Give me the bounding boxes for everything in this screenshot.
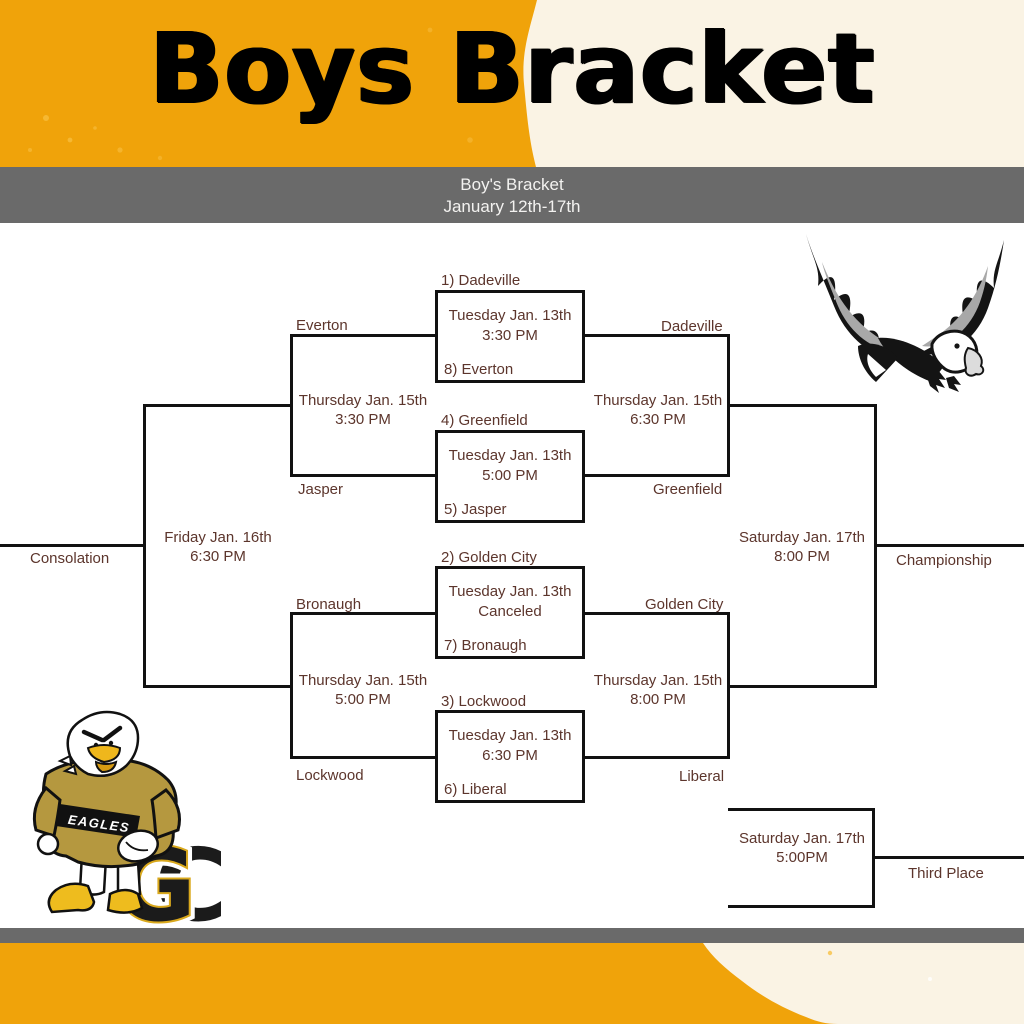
game3-seed-top: 2) Golden City (441, 549, 537, 566)
game1-seed-bottom: 8) Everton (444, 361, 514, 378)
championship-semi1-time: 6:30 PM (630, 411, 686, 428)
game2-seed-bottom: 5) Jasper (444, 501, 507, 518)
championship-final-time: 8:00 PM (774, 548, 830, 565)
team-label-liberal: Liberal (679, 768, 725, 785)
bracket-line-consolation-feeder-4 (290, 756, 438, 759)
team-label-bronaugh: Bronaugh (296, 596, 362, 613)
game2-seed-top: 4) Greenfield (441, 412, 528, 429)
banner-line2: January 12th-17th (443, 197, 581, 216)
consolation-semi2-schedule: Thursday Jan. 15th 5:00 PM (292, 671, 434, 709)
bracket-line-winner-feeder-2 (582, 474, 730, 477)
thirdplace-schedule: Saturday Jan. 17th 5:00PM (732, 829, 872, 867)
team-label-greenfield: Greenfield (653, 481, 723, 498)
eagle-left-wing (806, 234, 906, 358)
bracket-line-thirdplace-bottom (728, 905, 875, 908)
game1-time: 3:30 PM (482, 327, 538, 344)
orange-splash-bottom (0, 943, 932, 1024)
game1-date: Tuesday Jan. 13th (448, 307, 572, 324)
game4-box: Tuesday Jan. 13th 6:30 PM 6) Liberal (435, 710, 585, 803)
consolation-final-schedule: Friday Jan. 16th 6:30 PM (150, 528, 286, 566)
bracket-line-consolation-feeder-1 (290, 334, 438, 337)
bracket-line-consolation-feeder-2 (290, 474, 438, 477)
bracket-line-thirdplace-top (728, 808, 875, 811)
consolation-semi1-schedule: Thursday Jan. 15th 3:30 PM (292, 391, 434, 429)
page-title: Boys Bracket (148, 12, 876, 125)
game2-box: Tuesday Jan. 13th 5:00 PM 5) Jasper (435, 430, 585, 523)
bracket-line-consolation-semi-top (143, 404, 293, 407)
championship-semi1-date: Thursday Jan. 15th (593, 392, 723, 409)
consolation-semi1-date: Thursday Jan. 15th (298, 392, 428, 409)
bottom-background (0, 943, 1024, 1024)
game3-time: Canceled (478, 603, 542, 620)
championship-semi2-date: Thursday Jan. 15th (593, 672, 723, 689)
eagle-mascot-logo: C G G EAGLES (32, 710, 231, 950)
game4-date: Tuesday Jan. 13th (448, 727, 572, 744)
bracket-line-winner-feeder-1 (582, 334, 730, 337)
eagle-beak (963, 346, 985, 377)
game3-date: Tuesday Jan. 13th (448, 583, 572, 600)
game4-seed-top: 3) Lockwood (441, 693, 527, 710)
game3-seed-bottom: 7) Bronaugh (444, 637, 527, 654)
championship-semi2-schedule: Thursday Jan. 15th 8:00 PM (588, 671, 728, 709)
game1-box: Tuesday Jan. 13th 3:30 PM 8) Everton (435, 290, 585, 383)
thirdplace-label: Third Place (908, 865, 984, 882)
thirdplace-date: Saturday Jan. 17th (739, 830, 865, 847)
game2-date: Tuesday Jan. 13th (448, 447, 572, 464)
consolation-final-date: Friday Jan. 16th (164, 529, 272, 546)
eagle-tail (858, 343, 898, 382)
team-label-lockwood: Lockwood (296, 767, 364, 784)
consolation-semi2-date: Thursday Jan. 15th (298, 672, 428, 689)
eagle-body (878, 337, 944, 382)
thirdplace-time: 5:00PM (776, 849, 828, 866)
team-label-dadeville: Dadeville (661, 318, 723, 335)
consolation-final-time: 6:30 PM (190, 548, 246, 565)
bracket-line-consolation-final (0, 544, 146, 547)
eagle-talons (926, 370, 946, 393)
consolation-semi2-time: 5:00 PM (335, 691, 391, 708)
game3-box: Tuesday Jan. 13th Canceled 7) Bronaugh (435, 566, 585, 659)
flying-eagle-logo (806, 234, 1004, 393)
bracket-line-consolation-semi-bottom (143, 685, 293, 688)
bracket-line-consolation-feeder-3 (290, 612, 438, 615)
bracket-line-thirdplace-final (872, 856, 1024, 859)
championship-final-date: Saturday Jan. 17th (739, 529, 865, 546)
bracket-line-championship-semi-bottom (727, 685, 877, 688)
game1-seed-top: 1) Dadeville (441, 272, 521, 289)
team-label-goldencity: Golden City (645, 596, 724, 613)
mascot-beak (86, 744, 122, 764)
mascot-jersey-band (56, 804, 140, 838)
game2-time: 5:00 PM (482, 467, 538, 484)
championship-semi2-time: 8:00 PM (630, 691, 686, 708)
banner-bar: Boy's Bracket January 12th-17th (0, 167, 1024, 223)
team-label-everton: Everton (296, 317, 348, 334)
championship-final-schedule: Saturday Jan. 17th 8:00 PM (732, 528, 872, 566)
bracket-line-winner-feeder-3 (582, 612, 730, 615)
game4-time: 6:30 PM (482, 747, 538, 764)
top-background (0, 0, 1024, 167)
banner-line1: Boy's Bracket (460, 175, 564, 194)
bracket-line-winner-feeder-4 (582, 756, 730, 759)
consolation-label: Consolation (30, 550, 110, 567)
game4-seed-bottom: 6) Liberal (444, 781, 507, 798)
bracket-line-championship-semi-top (727, 404, 877, 407)
consolation-semi1-time: 3:30 PM (335, 411, 391, 428)
bottom-divider-bar (0, 928, 1024, 943)
orange-splash-top (0, 0, 537, 167)
mascot-talon-feet (47, 882, 96, 914)
championship-label: Championship (896, 552, 992, 569)
team-label-jasper: Jasper (298, 481, 344, 498)
bracket-line-championship-final (874, 544, 1024, 547)
championship-semi1-schedule: Thursday Jan. 15th 6:30 PM (588, 391, 728, 429)
